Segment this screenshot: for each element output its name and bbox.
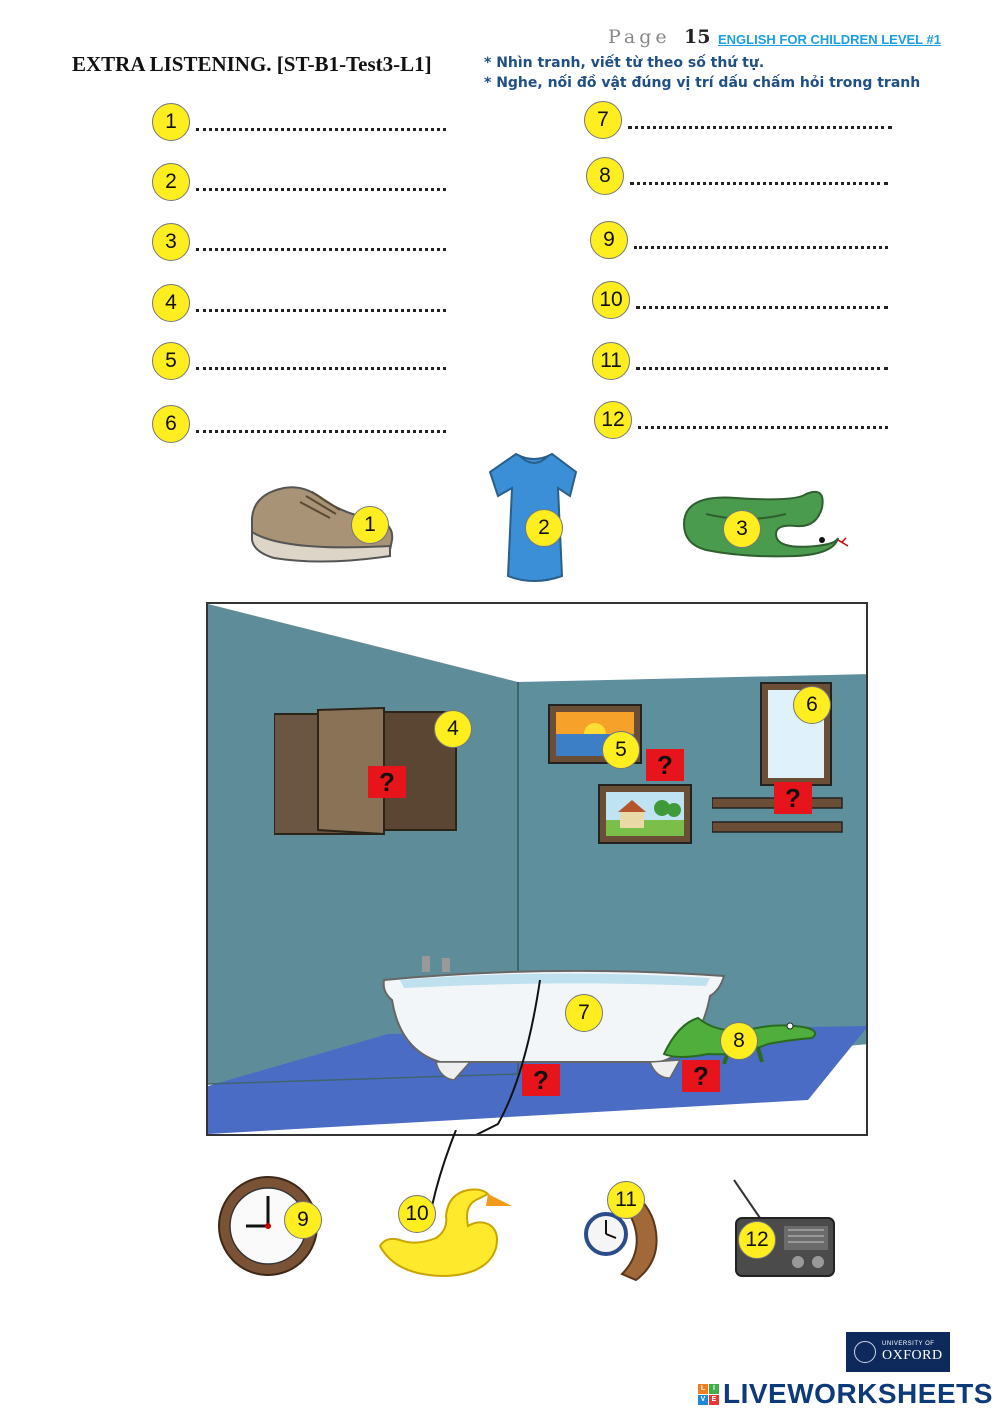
answer-row-8: 8 (586, 156, 888, 196)
answer-line-3[interactable] (196, 247, 446, 251)
answer-line-9[interactable] (634, 245, 888, 249)
bathroom-scene: 4 ? 5 ? 6 ? 7 ? (206, 602, 868, 1136)
bath-icon (382, 956, 726, 1081)
cupboard-number: 4 (434, 710, 472, 748)
answer-line-4[interactable] (196, 308, 446, 312)
lw-letter: I (709, 1383, 719, 1394)
picture-number: 5 (602, 731, 640, 769)
shoe-number: 1 (351, 506, 389, 544)
crocodile-number: 8 (720, 1022, 758, 1060)
oxford-big-text: OXFORD (882, 1348, 943, 1363)
cupboard-icon (274, 706, 457, 836)
answer-row-5: 5 (152, 341, 446, 381)
radio-number: 12 (738, 1221, 776, 1259)
answer-line-12[interactable] (638, 425, 888, 429)
page-label: Page (608, 26, 671, 48)
mirror-number: 6 (793, 686, 831, 724)
lw-letter: E (709, 1394, 719, 1405)
answer-line-11[interactable] (636, 366, 888, 370)
number-badge: 8 (586, 157, 624, 195)
number-badge: 1 (152, 103, 190, 141)
lw-letter: L (698, 1383, 708, 1394)
page-number: 15 (684, 26, 711, 48)
number-badge: 2 (152, 163, 190, 201)
clock-icon (218, 1176, 318, 1276)
number-badge: 7 (584, 101, 622, 139)
snake-number: 3 (723, 510, 761, 548)
match-line-tail (431, 1130, 457, 1207)
answer-row-12: 12 (594, 400, 888, 440)
liveworksheets-logo[interactable]: L I V E LIVEWORKSHEETS (698, 1378, 993, 1410)
answer-line-10[interactable] (636, 305, 888, 309)
question-mark-floor[interactable]: ? (682, 1060, 720, 1092)
watch-number: 11 (607, 1181, 645, 1219)
series-link[interactable]: ENGLISH FOR CHILDREN LEVEL #1 (718, 32, 941, 47)
answer-row-9: 9 (590, 220, 888, 260)
number-badge: 10 (592, 281, 630, 319)
question-mark-shelf[interactable]: ? (774, 782, 812, 814)
number-badge: 11 (592, 342, 630, 380)
liveworksheets-grid-icon: L I V E (698, 1383, 719, 1405)
oxford-seal-icon (854, 1341, 876, 1363)
duck-number: 10 (398, 1195, 436, 1233)
answer-line-7[interactable] (628, 125, 892, 129)
question-mark-cupboard[interactable]: ? (368, 766, 406, 798)
number-badge: 4 (152, 284, 190, 322)
instruction-write: * Nhìn tranh, viết từ theo số thứ tự. (484, 55, 765, 71)
question-mark-picture[interactable]: ? (646, 749, 684, 781)
answer-row-1: 1 (152, 102, 446, 142)
snake-icon (682, 490, 849, 558)
number-badge: 6 (152, 405, 190, 443)
house-picture-icon (598, 784, 692, 844)
lw-letter: V (698, 1394, 708, 1405)
oxford-logo: UNIVERSITY OF OXFORD (846, 1332, 950, 1372)
answer-line-5[interactable] (196, 366, 446, 370)
number-badge: 12 (594, 401, 632, 439)
number-badge: 3 (152, 223, 190, 261)
liveworksheets-text: LIVEWORKSHEETS (723, 1378, 993, 1409)
bath-number: 7 (565, 994, 603, 1032)
answer-row-10: 10 (592, 280, 888, 320)
answer-row-7: 7 (584, 100, 892, 140)
oxford-small-text: UNIVERSITY OF (882, 1341, 935, 1347)
instruction-match: * Nghe, nối đồ vật đúng vị trí dấu chấm … (484, 75, 921, 91)
answer-line-1[interactable] (196, 127, 446, 131)
exercise-title: EXTRA LISTENING. [ST-B1-Test3-L1] (72, 52, 432, 76)
answer-row-6: 6 (152, 404, 446, 444)
answer-row-2: 2 (152, 162, 446, 202)
sunset-picture-icon (548, 704, 642, 764)
answer-row-3: 3 (152, 222, 446, 262)
answer-line-6[interactable] (196, 429, 446, 433)
answer-row-11: 11 (592, 341, 888, 381)
duck-icon (378, 1188, 512, 1278)
answer-row-4: 4 (152, 283, 446, 323)
question-mark-bath[interactable]: ? (522, 1064, 560, 1096)
clock-number: 9 (284, 1201, 322, 1239)
number-badge: 5 (152, 342, 190, 380)
answer-line-8[interactable] (630, 181, 888, 185)
tshirt-number: 2 (525, 509, 563, 547)
answer-line-2[interactable] (196, 187, 446, 191)
number-badge: 9 (590, 221, 628, 259)
